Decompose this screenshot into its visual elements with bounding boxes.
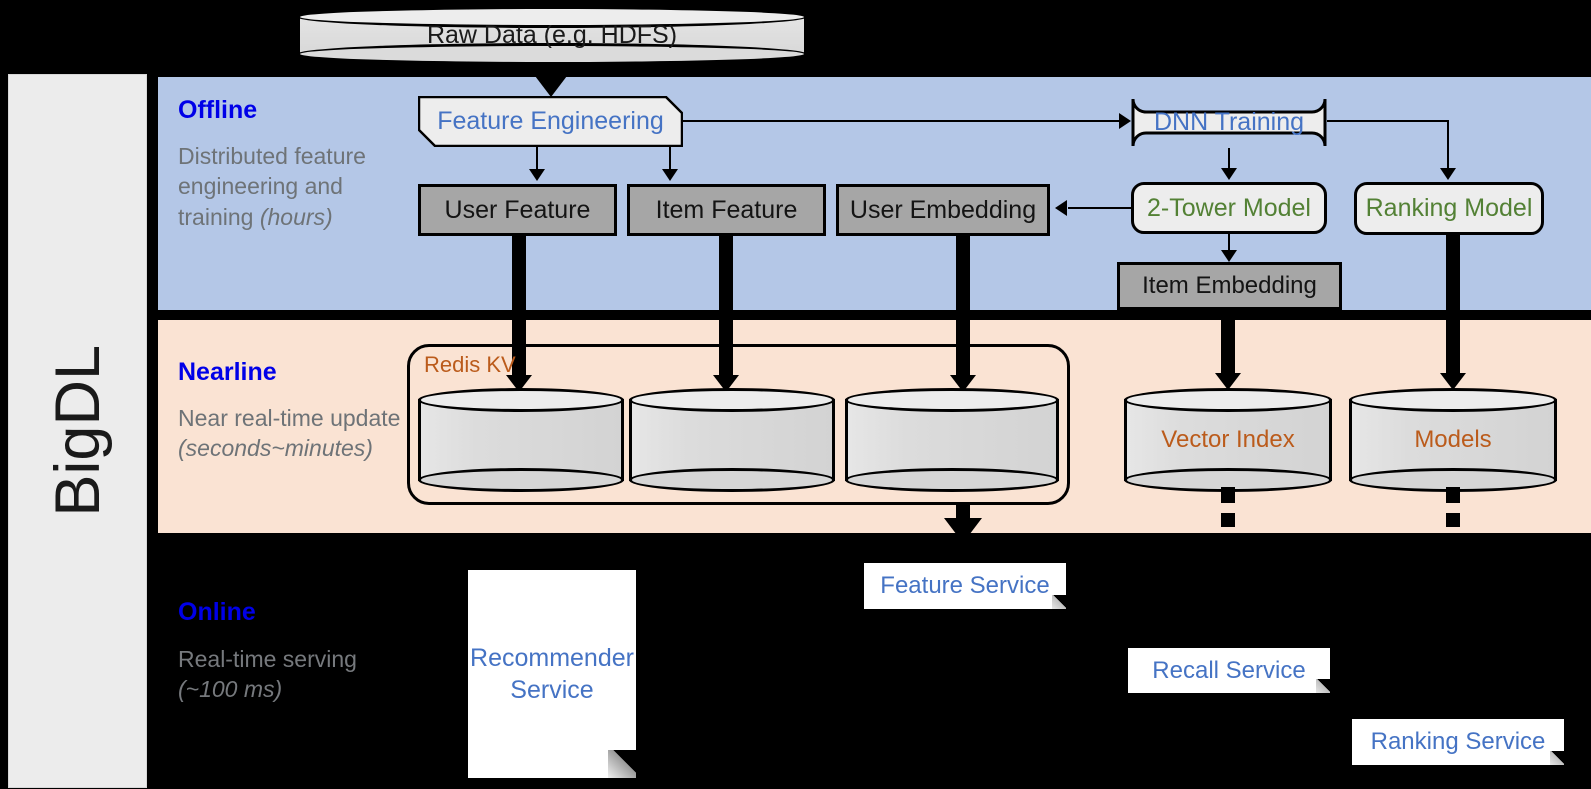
arrowhead-redis-to-featureservice	[944, 518, 982, 543]
sidebar-title: BigDL	[9, 75, 146, 787]
band-online-subtitle-emphasis: (~100 ms)	[178, 676, 283, 703]
redis-kv-container	[407, 344, 1070, 505]
recall-service-node[interactable]: Recall Service	[1128, 648, 1330, 693]
band-nearline-subtitle-text: Near real-time update	[178, 405, 401, 431]
recall-service-label: Recall Service	[1152, 656, 1306, 684]
recommender-service-node[interactable]: Recommender Service	[468, 570, 636, 778]
raw-data-cylinder-bottom	[297, 43, 807, 65]
item-feature-label: Item Feature	[655, 195, 798, 224]
arrowhead-dnn-to-ranking	[1440, 168, 1456, 180]
item-embedding-node[interactable]: Item Embedding	[1117, 262, 1342, 310]
arrow-itemembedding-to-vectorindex-stem	[1221, 310, 1235, 378]
recommender-service-line1: Recommender	[470, 643, 634, 672]
dash-models-2	[1446, 513, 1460, 527]
ranking-service-label: Ranking Service	[1370, 728, 1546, 755]
user-feature-node[interactable]: User Feature	[418, 184, 617, 236]
dash-vectorindex-1	[1221, 487, 1235, 503]
dnn-training-outline	[1131, 98, 1327, 147]
page-fold-icon	[1550, 751, 1564, 765]
redis-kv-label: Redis KV	[424, 352, 516, 377]
user-embedding-node[interactable]: User Embedding	[836, 184, 1050, 236]
band-offline-subtitle-text: Distributed feature engineering and trai…	[178, 143, 366, 230]
ranking-model-node[interactable]: Ranking Model	[1354, 182, 1544, 235]
feature-service-label: Feature Service	[880, 572, 1050, 599]
band-nearline-title: Nearline	[178, 358, 277, 386]
band-offline-subtitle-emphasis: (hours)	[259, 203, 333, 230]
redis-cylinder-user-embedding	[845, 388, 1059, 492]
ranking-model-label: Ranking Model	[1365, 194, 1533, 223]
two-tower-model-label: 2-Tower Model	[1147, 193, 1311, 222]
band-online-subtitle-text: Real-time serving	[178, 646, 357, 672]
line-dnn-to-ranking-v	[1447, 120, 1449, 170]
arrowhead-fe-to-userfeature	[529, 169, 545, 181]
models-datastore: Models	[1349, 388, 1557, 492]
line-fe-to-itemfeature	[669, 147, 671, 171]
item-embedding-label: Item Embedding	[1142, 272, 1317, 300]
line-dnn-to-ranking-h	[1327, 120, 1449, 122]
cylinder-top	[845, 388, 1059, 412]
band-online-title: Online	[178, 598, 256, 626]
page-fold-icon	[608, 750, 636, 778]
cylinder-top	[629, 388, 835, 412]
band-nearline-subtitle-emphasis: (seconds~minutes)	[178, 435, 373, 462]
user-feature-label: User Feature	[444, 195, 591, 224]
feature-engineering-label: Feature Engineering	[437, 107, 664, 136]
cylinder-top	[1349, 388, 1557, 412]
cylinder-bottom	[418, 468, 624, 492]
page-fold-icon	[1052, 595, 1066, 609]
page-fold-icon	[1316, 679, 1330, 693]
two-tower-model-node[interactable]: 2-Tower Model	[1131, 182, 1327, 234]
recommender-service-text: Recommender Service	[470, 642, 634, 707]
vector-index-label: Vector Index	[1161, 426, 1295, 453]
feature-engineering-node[interactable]: Feature Engineering	[418, 96, 683, 147]
cylinder-top	[1124, 388, 1332, 412]
band-offline-subtitle: Distributed feature engineering and trai…	[178, 141, 393, 232]
band-nearline-subtitle: Near real-time update (seconds~minutes)	[178, 403, 418, 464]
line-fe-to-dnn	[683, 120, 1119, 122]
redis-cylinder-user-feature	[418, 388, 624, 492]
arrow-rankingmodel-to-models-head	[1440, 373, 1466, 390]
dash-vectorindex-2	[1221, 513, 1235, 527]
arrowhead-twotower-to-userembedding	[1055, 200, 1067, 216]
arrow-itemembedding-to-vectorindex-head	[1215, 373, 1241, 390]
item-feature-node[interactable]: Item Feature	[627, 184, 826, 236]
dash-redis-to-featureservice	[956, 505, 970, 520]
user-embedding-label: User Embedding	[849, 195, 1037, 224]
arrowhead-fe-to-dnn	[1119, 113, 1131, 129]
ranking-service-node[interactable]: Ranking Service	[1352, 719, 1564, 765]
cylinder-top	[418, 388, 624, 412]
dnn-training-text: DNN Training	[1131, 97, 1327, 148]
arrowhead-twotower-to-itemembedding	[1221, 250, 1237, 262]
band-offline-title: Offline	[178, 96, 258, 124]
line-twotower-to-userembedding	[1068, 207, 1134, 209]
sidebar-label-text: BigDL	[42, 345, 113, 517]
feature-service-node[interactable]: Feature Service	[864, 563, 1066, 609]
raw-data-cylinder-top	[297, 6, 807, 28]
arrowhead-dnn-to-twotower	[1221, 168, 1237, 180]
arrowhead-fe-to-itemfeature	[662, 169, 678, 181]
band-online-subtitle: Real-time serving (~100 ms)	[178, 644, 393, 705]
sidebar-bigdl: BigDL	[8, 74, 147, 788]
arrow-rankingmodel-to-models-stem	[1446, 235, 1460, 378]
line-twotower-to-itemembedding	[1228, 234, 1230, 252]
cylinder-bottom	[845, 468, 1059, 492]
line-dnn-to-twotower	[1228, 148, 1230, 170]
cylinder-bottom	[629, 468, 835, 492]
line-fe-to-userfeature	[536, 147, 538, 171]
models-label: Models	[1414, 426, 1492, 453]
dnn-training-text-value: DNN Training	[1153, 108, 1305, 136]
raw-data-datastore: Raw Data (e.g. HDFS)	[297, 6, 807, 65]
recommender-service-line2: Service	[510, 676, 594, 704]
dash-models-1	[1446, 487, 1460, 503]
arrow-rawdata-to-fe-head	[532, 72, 570, 97]
redis-cylinder-item-feature	[629, 388, 835, 492]
raw-data-label: Raw Data (e.g. HDFS)	[426, 21, 678, 49]
vector-index-datastore: Vector Index	[1124, 388, 1332, 492]
